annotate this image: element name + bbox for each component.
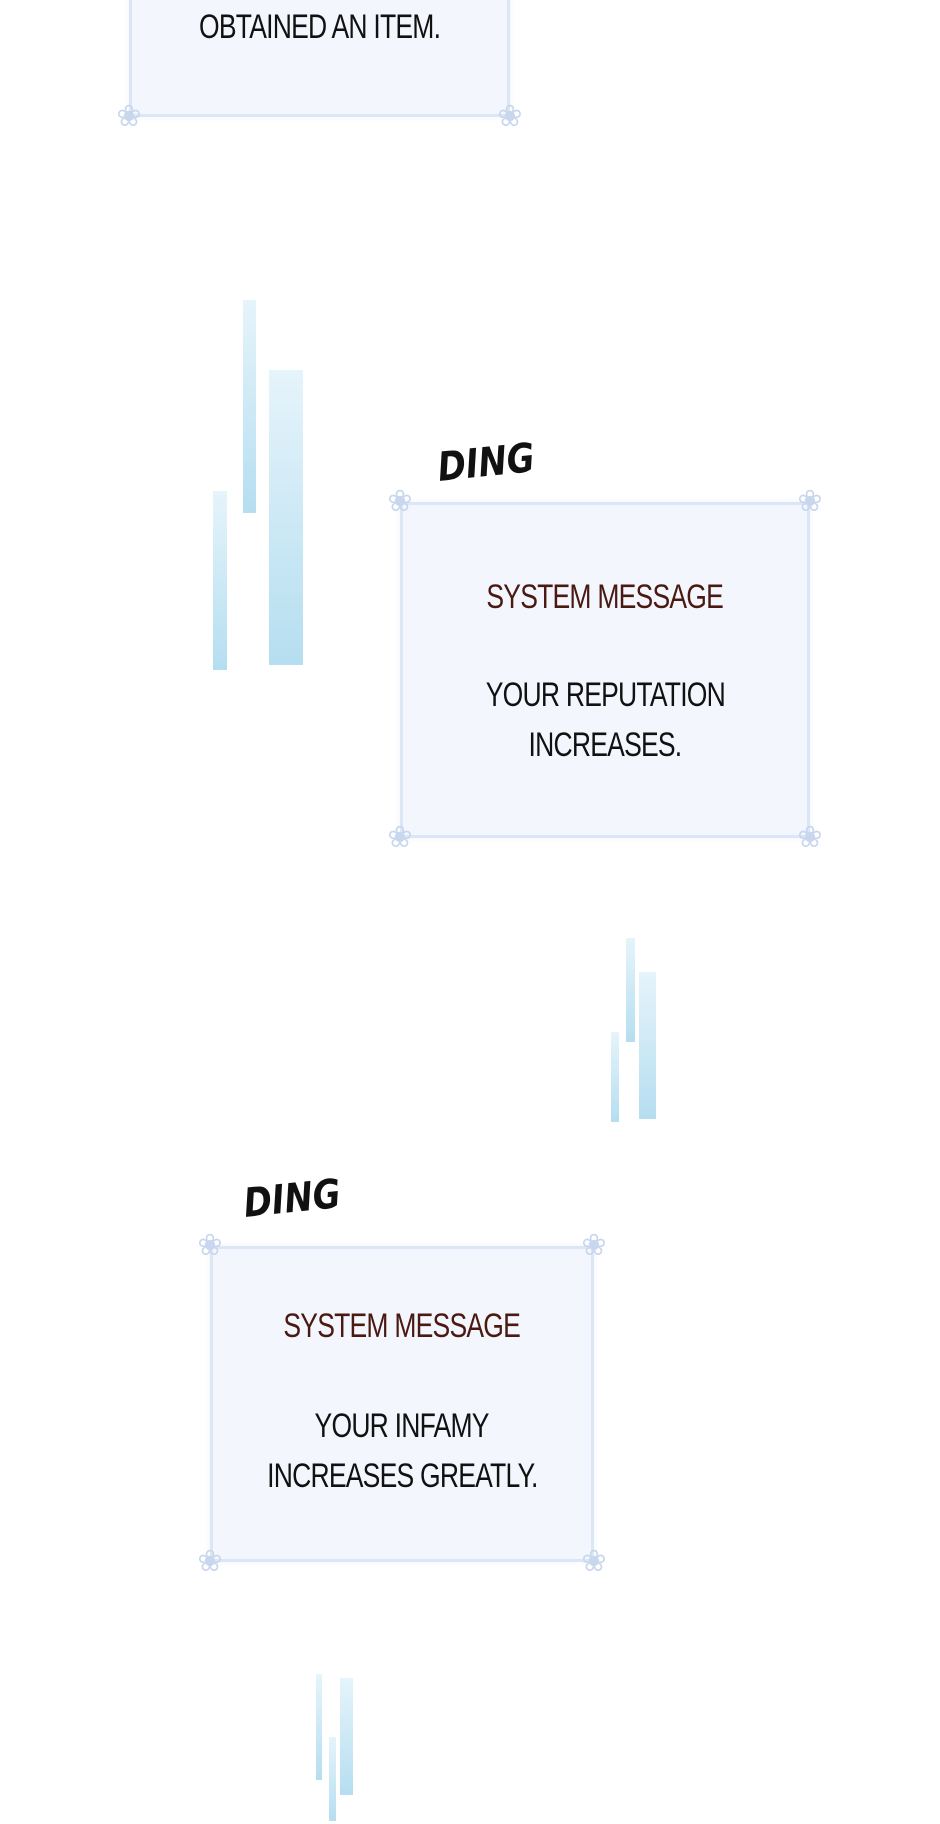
light-streak [329, 1737, 336, 1821]
light-streak [340, 1678, 353, 1795]
ornament-corner-icon: ❀ [387, 485, 413, 518]
system-message-box-3: SYSTEM MESSAGE YOUR INFAMY INCREASES GRE… [197, 1229, 606, 1578]
message-body-line: YOUR REPUTATION [485, 676, 725, 714]
ornament-corner-icon: ❀ [797, 485, 823, 518]
ding-sound-effect: DING [241, 1171, 343, 1227]
ornament-corner-icon: ❀ [387, 821, 413, 854]
ornament-corner-icon: ❀ [497, 100, 523, 133]
ornament-corner-icon: ❀ [581, 1545, 607, 1578]
message-body-line: INCREASES. [528, 726, 683, 764]
system-message-box-1: OBTAINED AN ITEM. ❀ ❀ [116, 0, 523, 133]
message-title: SYSTEM MESSAGE [486, 578, 724, 616]
light-streak [243, 300, 256, 513]
ornament-corner-icon: ❀ [116, 100, 142, 133]
light-streak [611, 1032, 619, 1122]
ornament-corner-icon: ❀ [197, 1545, 223, 1578]
system-message-box-2: SYSTEM MESSAGE YOUR REPUTATION INCREASES… [387, 485, 822, 854]
message-title: SYSTEM MESSAGE [283, 1307, 521, 1345]
ornament-corner-icon: ❀ [797, 821, 823, 854]
ding-sound-effect: DING [435, 435, 537, 491]
message-body-line: YOUR INFAMY [314, 1407, 490, 1445]
light-streak [316, 1674, 322, 1780]
light-streak [639, 972, 656, 1119]
light-streak [213, 491, 227, 670]
message-body: OBTAINED AN ITEM. [198, 8, 441, 46]
light-streak [269, 370, 303, 665]
ornament-corner-icon: ❀ [197, 1229, 223, 1262]
ornament-corner-icon: ❀ [581, 1229, 607, 1262]
light-streak [626, 938, 635, 1042]
message-body-line: INCREASES GREATLY. [266, 1457, 538, 1495]
